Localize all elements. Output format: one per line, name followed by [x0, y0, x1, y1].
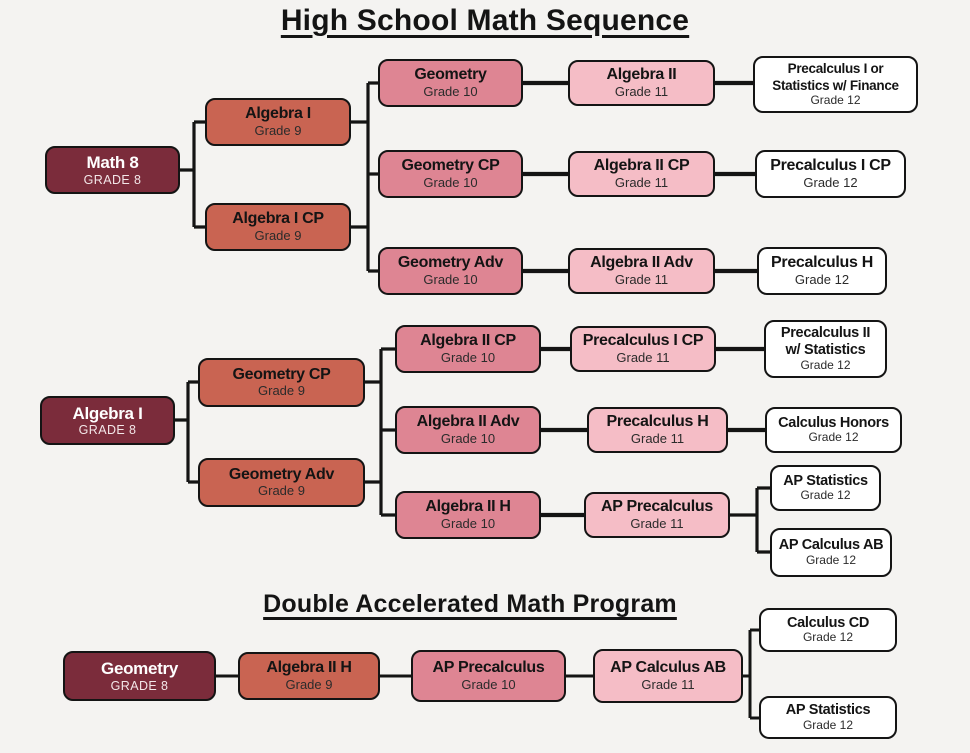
node-title: Precalculus II	[780, 325, 871, 342]
node-grade: Grade 11	[614, 83, 669, 99]
node-seq2-algebra-1: Algebra I GRADE 8	[40, 396, 175, 445]
node-grade: Grade 10	[423, 174, 478, 190]
node-title: AP Statistics	[783, 472, 868, 489]
node-title: Math 8	[86, 153, 139, 173]
node-title: Precalculus I or	[787, 61, 884, 77]
node-seq1-algebra-1: Algebra I Grade 9	[205, 98, 351, 146]
node-seq2-geometry-cp: Geometry CP Grade 9	[198, 358, 365, 407]
node-title: Geometry Adv	[228, 465, 335, 483]
node-title: Precalculus I CP	[582, 332, 704, 350]
node-seq2-calculus-honors: Calculus Honors Grade 12	[765, 407, 902, 453]
double-accelerated-title: Double Accelerated Math Program	[263, 590, 677, 618]
node-grade: Grade 11	[616, 349, 670, 365]
node-seq2-algebra-2-h: Algebra II H Grade 10	[395, 491, 541, 539]
node-seq1-precalc-1-or-statistics: Precalculus I or Statistics w/ Finance G…	[753, 56, 918, 113]
node-grade: Grade 9	[254, 122, 302, 138]
node-seq1-algebra-1-cp: Algebra I CP Grade 9	[205, 203, 351, 251]
node-seq2-precalc-1-cp: Precalculus I CP Grade 11	[570, 326, 716, 372]
node-title: AP Precalculus	[600, 498, 713, 516]
node-grade: GRADE 8	[110, 678, 169, 693]
node-seq1-precalc-h: Precalculus H Grade 12	[757, 247, 887, 295]
node-grade: Grade 12	[802, 717, 854, 732]
node-title-line-2: w/ Statistics	[785, 342, 866, 359]
node-title: AP Calculus AB	[778, 537, 884, 554]
node-seq1-geometry-cp: Geometry CP Grade 10	[378, 150, 523, 198]
node-title: Precalculus H	[606, 413, 709, 431]
node-grade: Grade 9	[258, 483, 305, 499]
node-grade: Grade 10	[440, 349, 496, 365]
node-seq1-algebra-2-cp: Algebra II CP Grade 11	[568, 151, 715, 197]
node-title: Geometry CP	[401, 157, 500, 175]
node-title: Algebra II	[606, 66, 677, 84]
node-grade: Grade 12	[800, 357, 851, 372]
node-title: Algebra I	[245, 105, 311, 123]
node-title-line-2: Statistics w/ Finance	[772, 77, 899, 93]
node-grade: Grade 12	[810, 92, 861, 107]
node-seq1-algebra-2-adv: Algebra II Adv Grade 11	[568, 248, 715, 294]
node-title: Geometry	[414, 66, 487, 84]
node-title: Algebra II Adv	[416, 413, 520, 431]
page-title: High School Math Sequence	[280, 4, 690, 37]
node-grade: Grade 11	[641, 676, 695, 692]
node-title: Geometry Adv	[397, 254, 504, 272]
node-title: Algebra I CP	[232, 210, 324, 228]
node-seq1-precalc-1-cp: Precalculus I CP Grade 12	[755, 150, 906, 198]
node-grade: Grade 9	[258, 383, 305, 399]
node-title: Geometry	[101, 659, 178, 679]
node-grade: Grade 12	[803, 174, 858, 190]
node-seq1-geometry: Geometry Grade 10	[378, 59, 523, 107]
node-seq2-precalc-2-statistics: Precalculus II w/ Statistics Grade 12	[764, 320, 887, 378]
node-grade: Grade 11	[614, 271, 669, 287]
node-grade: GRADE 8	[78, 423, 137, 438]
node-grade: Grade 9	[285, 676, 333, 692]
node-title: AP Precalculus	[432, 659, 545, 677]
node-seq1-algebra-2: Algebra II Grade 11	[568, 60, 715, 106]
node-grade: Grade 12	[794, 271, 850, 287]
node-title: AP Calculus AB	[610, 659, 726, 677]
node-title: Geometry CP	[232, 365, 331, 383]
node-seq2-ap-calculus-ab: AP Calculus AB Grade 12	[770, 528, 892, 577]
node-title: Calculus CD	[786, 614, 870, 631]
node-grade: Grade 10	[461, 676, 516, 692]
node-seq2-ap-precalculus: AP Precalculus Grade 11	[584, 492, 730, 538]
node-seq3-ap-statistics: AP Statistics Grade 12	[759, 696, 897, 739]
node-seq1-math-8: Math 8 GRADE 8	[45, 146, 180, 194]
node-grade: GRADE 8	[83, 172, 142, 187]
node-seq3-ap-calculus-ab: AP Calculus AB Grade 11	[593, 649, 743, 703]
node-grade: Grade 10	[440, 515, 496, 531]
node-grade: Grade 11	[630, 430, 685, 446]
node-seq3-ap-precalculus: AP Precalculus Grade 10	[411, 650, 566, 702]
node-seq2-algebra-2-adv: Algebra II Adv Grade 10	[395, 406, 541, 454]
node-grade: Grade 11	[614, 174, 669, 190]
node-title: Algebra II CP	[593, 157, 690, 175]
node-seq2-ap-statistics: AP Statistics Grade 12	[770, 465, 881, 511]
node-title: Algebra II H	[425, 498, 511, 516]
node-grade: Grade 10	[423, 271, 478, 287]
node-grade: Grade 12	[805, 552, 857, 567]
node-seq2-algebra-2-cp: Algebra II CP Grade 10	[395, 325, 541, 373]
node-grade: Grade 10	[423, 83, 478, 99]
node-seq2-precalc-h: Precalculus H Grade 11	[587, 407, 728, 453]
node-title: Algebra II CP	[420, 332, 516, 350]
node-grade: Grade 10	[440, 430, 496, 446]
node-grade: Grade 12	[802, 630, 854, 645]
node-seq1-geometry-adv: Geometry Adv Grade 10	[378, 247, 523, 295]
node-seq3-algebra-2-h: Algebra II H Grade 9	[238, 652, 380, 700]
node-title: Algebra II H	[266, 659, 352, 677]
node-grade: Grade 9	[254, 227, 302, 243]
node-grade: Grade 12	[808, 430, 859, 445]
node-title: Precalculus I CP	[770, 157, 891, 175]
node-title: Algebra I	[72, 403, 143, 423]
node-seq2-geometry-adv: Geometry Adv Grade 9	[198, 458, 365, 507]
node-title: Algebra II Adv	[590, 254, 693, 272]
node-grade: Grade 12	[800, 488, 851, 503]
node-seq3-geometry: Geometry GRADE 8	[63, 651, 216, 701]
node-seq3-calculus-cd: Calculus CD Grade 12	[759, 608, 897, 652]
node-title: AP Statistics	[785, 702, 871, 719]
node-title: Calculus Honors	[778, 414, 889, 431]
node-title: Precalculus H	[771, 254, 873, 272]
node-grade: Grade 11	[630, 515, 684, 531]
